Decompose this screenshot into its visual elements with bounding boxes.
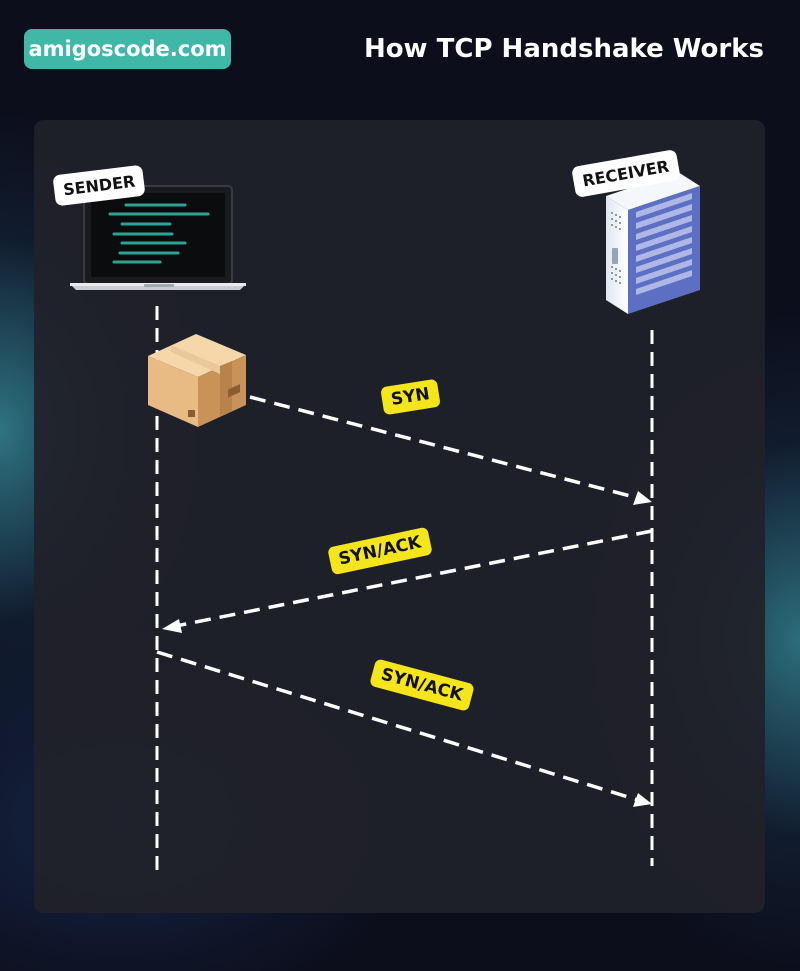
server-icon xyxy=(606,172,700,314)
synack-arrow-2 xyxy=(156,650,652,807)
package-icon xyxy=(148,334,246,427)
brand-badge: amigoscode.com xyxy=(24,29,231,69)
synack-arrow-1 xyxy=(162,529,653,633)
syn-arrow xyxy=(249,395,652,505)
page-title: How TCP Handshake Works xyxy=(363,34,764,64)
laptop-icon xyxy=(70,185,246,290)
